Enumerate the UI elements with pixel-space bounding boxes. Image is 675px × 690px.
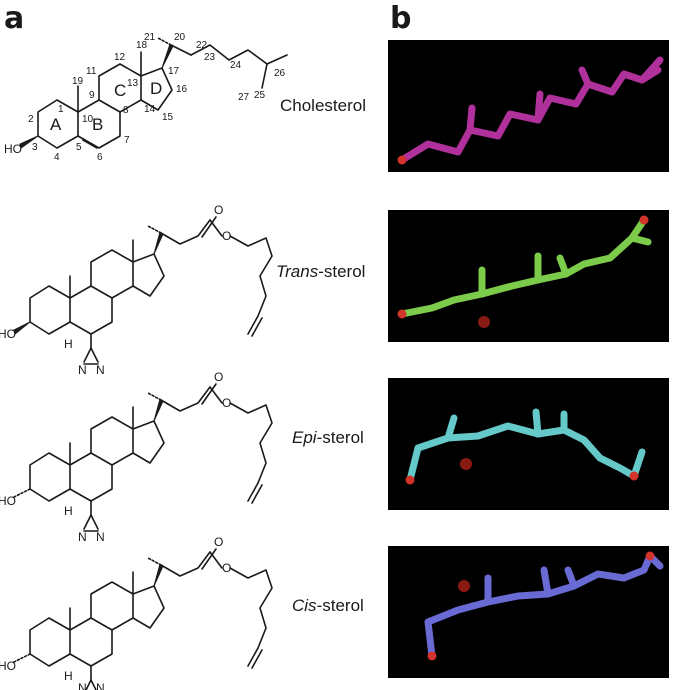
- cis-sterol-prefix: Cis: [292, 596, 317, 615]
- nitrogen-atom: [478, 316, 490, 328]
- cis-sterol-suffix: -sterol: [316, 596, 364, 615]
- epi-sterol-name: Epi-sterol: [292, 428, 364, 448]
- carbon-numbers: 1 2 3 4 5 6 7 8 9 10 11 12 13 14 15 16 1…: [28, 32, 286, 163]
- trans-sterol-structure: HO H O O N N: [0, 203, 273, 377]
- cis-sterol-name: Cis-sterol: [292, 596, 364, 616]
- cholesterol-name: Cholesterol: [280, 96, 366, 115]
- nitrogen-label: N: [96, 363, 105, 377]
- carbon-number: 20: [174, 32, 186, 43]
- oxygen-atom: [629, 471, 639, 481]
- carbon-number: 5: [76, 142, 82, 153]
- carbon-number: 18: [136, 40, 148, 51]
- oxygen-atom: [397, 155, 407, 165]
- model-branch: [444, 414, 458, 442]
- model-branch: [564, 566, 578, 590]
- epi-sterol-suffix: -sterol: [316, 428, 364, 447]
- carbon-number: 13: [127, 78, 139, 89]
- carbon-number: 23: [204, 52, 216, 63]
- oxygen-atom: [397, 309, 407, 319]
- epi-sterol-structure: HO H O O N N: [0, 370, 273, 544]
- oxygen-atom: [405, 475, 415, 485]
- carbon-number: 2: [28, 114, 34, 125]
- carbon-number: 17: [168, 66, 180, 77]
- hydrogen-label: H: [64, 337, 73, 351]
- carbon-number: 9: [89, 90, 95, 101]
- model-branch: [638, 66, 662, 84]
- carbon-number: 27: [238, 92, 250, 103]
- panel-label-b: b: [390, 1, 412, 36]
- carbon-number: 19: [72, 76, 84, 87]
- model-branch: [556, 254, 570, 278]
- carbon-number: 12: [114, 52, 126, 63]
- ring-label-d: D: [150, 79, 162, 98]
- oxygen-atom: [645, 551, 655, 561]
- panel-label-a: a: [4, 1, 25, 36]
- nitrogen-atom: [458, 580, 470, 592]
- hydroxyl-label: HO: [0, 494, 16, 508]
- epi-sterol-prefix: Epi: [292, 428, 317, 447]
- ester-oxygen-label: O: [214, 203, 223, 217]
- model-backbone: [424, 552, 654, 660]
- hydrogen-label: H: [64, 669, 73, 683]
- model-backbone: [398, 216, 648, 318]
- nitrogen-label: N: [96, 530, 105, 544]
- model-branch: [628, 234, 652, 246]
- carbon-number: 8: [123, 105, 129, 116]
- ester-oxygen-label: O: [222, 561, 231, 575]
- cis-sterol-model: [388, 546, 669, 678]
- carbon-number: 16: [176, 84, 188, 95]
- hydrogen-label: H: [64, 504, 73, 518]
- carbon-number: 3: [32, 142, 38, 153]
- carbon-number: 1: [58, 104, 64, 115]
- carbon-number: 24: [230, 60, 242, 71]
- carbon-number: 6: [97, 152, 103, 163]
- model-branch: [534, 90, 544, 124]
- nitrogen-label: N: [96, 681, 105, 690]
- ester-oxygen-label: O: [214, 535, 223, 549]
- hydroxyl-label: HO: [0, 327, 16, 341]
- ester-oxygen-label: O: [214, 370, 223, 384]
- carbon-number: 7: [124, 135, 130, 146]
- ring-label-c: C: [114, 81, 126, 100]
- carbon-number: 21: [144, 32, 156, 43]
- oxygen-atom: [639, 215, 649, 225]
- model-branch: [578, 66, 592, 88]
- ester-oxygen-label: O: [222, 396, 231, 410]
- epi-sterol-model: [388, 378, 669, 510]
- trans-sterol-prefix: Trans: [276, 262, 319, 281]
- nitrogen-atom: [460, 458, 472, 470]
- model-branch: [532, 408, 542, 438]
- cis-sterol-structure: HO H O O N N: [0, 535, 273, 690]
- model-backbone: [406, 422, 638, 484]
- ring-label-a: A: [50, 115, 62, 134]
- trans-sterol-suffix: -sterol: [318, 262, 366, 281]
- carbon-number: 4: [54, 152, 60, 163]
- ester-oxygen-label: O: [222, 229, 231, 243]
- cholesterol-structure: A B C D HO 1 2 3 4 5 6 7 8 9 10 11 12 13…: [4, 32, 288, 163]
- trans-sterol-model: [388, 210, 669, 342]
- carbon-number: 10: [82, 114, 94, 125]
- model-branch: [540, 566, 552, 598]
- trans-sterol-name: Trans-sterol: [276, 262, 365, 282]
- nitrogen-label: N: [78, 530, 87, 544]
- ring-label-b: B: [92, 115, 103, 134]
- hydroxyl-label: HO: [0, 659, 16, 673]
- model-branch: [466, 104, 476, 134]
- oxygen-atom: [427, 651, 437, 661]
- carbon-number: 11: [86, 66, 97, 77]
- model-backbone: [398, 56, 664, 164]
- hydroxyl-label: HO: [4, 142, 22, 156]
- nitrogen-label: N: [78, 681, 87, 690]
- carbon-number: 25: [254, 90, 266, 101]
- carbon-number: 26: [274, 68, 286, 79]
- cholesterol-model: [388, 40, 669, 172]
- carbon-number: 14: [144, 104, 156, 115]
- carbon-number: 22: [196, 40, 208, 51]
- nitrogen-label: N: [78, 363, 87, 377]
- carbon-number: 15: [162, 112, 174, 123]
